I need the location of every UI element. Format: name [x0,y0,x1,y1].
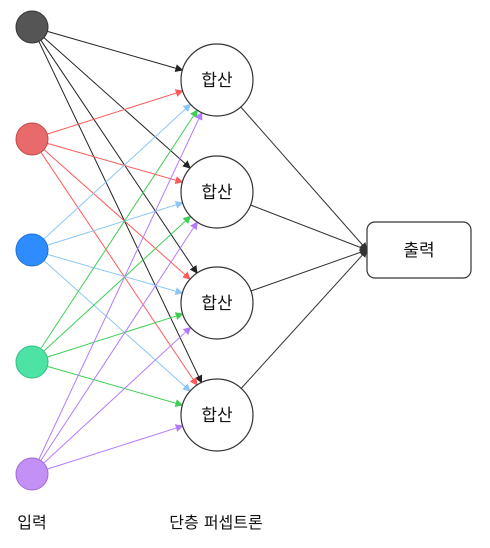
output-edges [240,106,368,389]
input-node-3 [15,233,49,267]
edge-in2-to-h3 [43,149,191,280]
edge-in2-to-h2 [47,142,184,185]
edge-in5-to-h4 [47,424,184,470]
input-node-1 [15,10,49,44]
edge-in1-to-h4 [38,41,203,384]
edge-h3-to-output [250,248,368,292]
input-node-4 [15,345,49,379]
sum-node-3 [180,266,254,340]
single-layer-perceptron-label: 단층 퍼셉트론 [169,513,262,532]
edge-in4-to-h2 [43,215,192,352]
output-box [366,221,472,279]
edge-in4-to-h3 [47,312,184,358]
edge-in1-to-h1 [47,30,184,73]
edge-h1-to-output [240,106,368,251]
edge-h4-to-output [240,249,368,389]
input-node-2 [15,122,49,156]
edge-in5-to-h3 [43,326,192,464]
input-edges [38,30,203,470]
edge-in5-to-h2 [40,221,198,461]
edge-in3-to-h3 [47,253,184,296]
sum-node-4 [180,378,254,452]
input-layer-label: 입력 [17,513,46,532]
edge-in4-to-h4 [47,365,184,408]
edge-in1-to-h3 [40,40,198,274]
input-layer [15,10,49,491]
edge-in1-to-h2 [43,37,191,169]
edge-in5-to-h1 [38,111,203,460]
sum-node-label: 합산 [201,71,233,91]
sum-node-label: 합산 [201,406,233,426]
sum-node-label: 합산 [201,183,233,203]
edge-h2-to-output [250,204,368,252]
edge-in2-to-h4 [40,152,198,386]
edge-in3-to-h1 [43,103,192,240]
input-node-5 [15,457,49,491]
sum-node-label: 합산 [201,294,233,314]
edge-in4-to-h1 [40,109,198,349]
edge-in2-to-h1 [47,89,184,135]
sum-node-2 [180,155,254,229]
sum-node-1 [180,43,254,117]
edge-in3-to-h2 [47,201,184,246]
output-node: 출력 [366,221,472,279]
edge-in3-to-h4 [43,260,191,392]
output-label: 출력 [403,241,434,261]
